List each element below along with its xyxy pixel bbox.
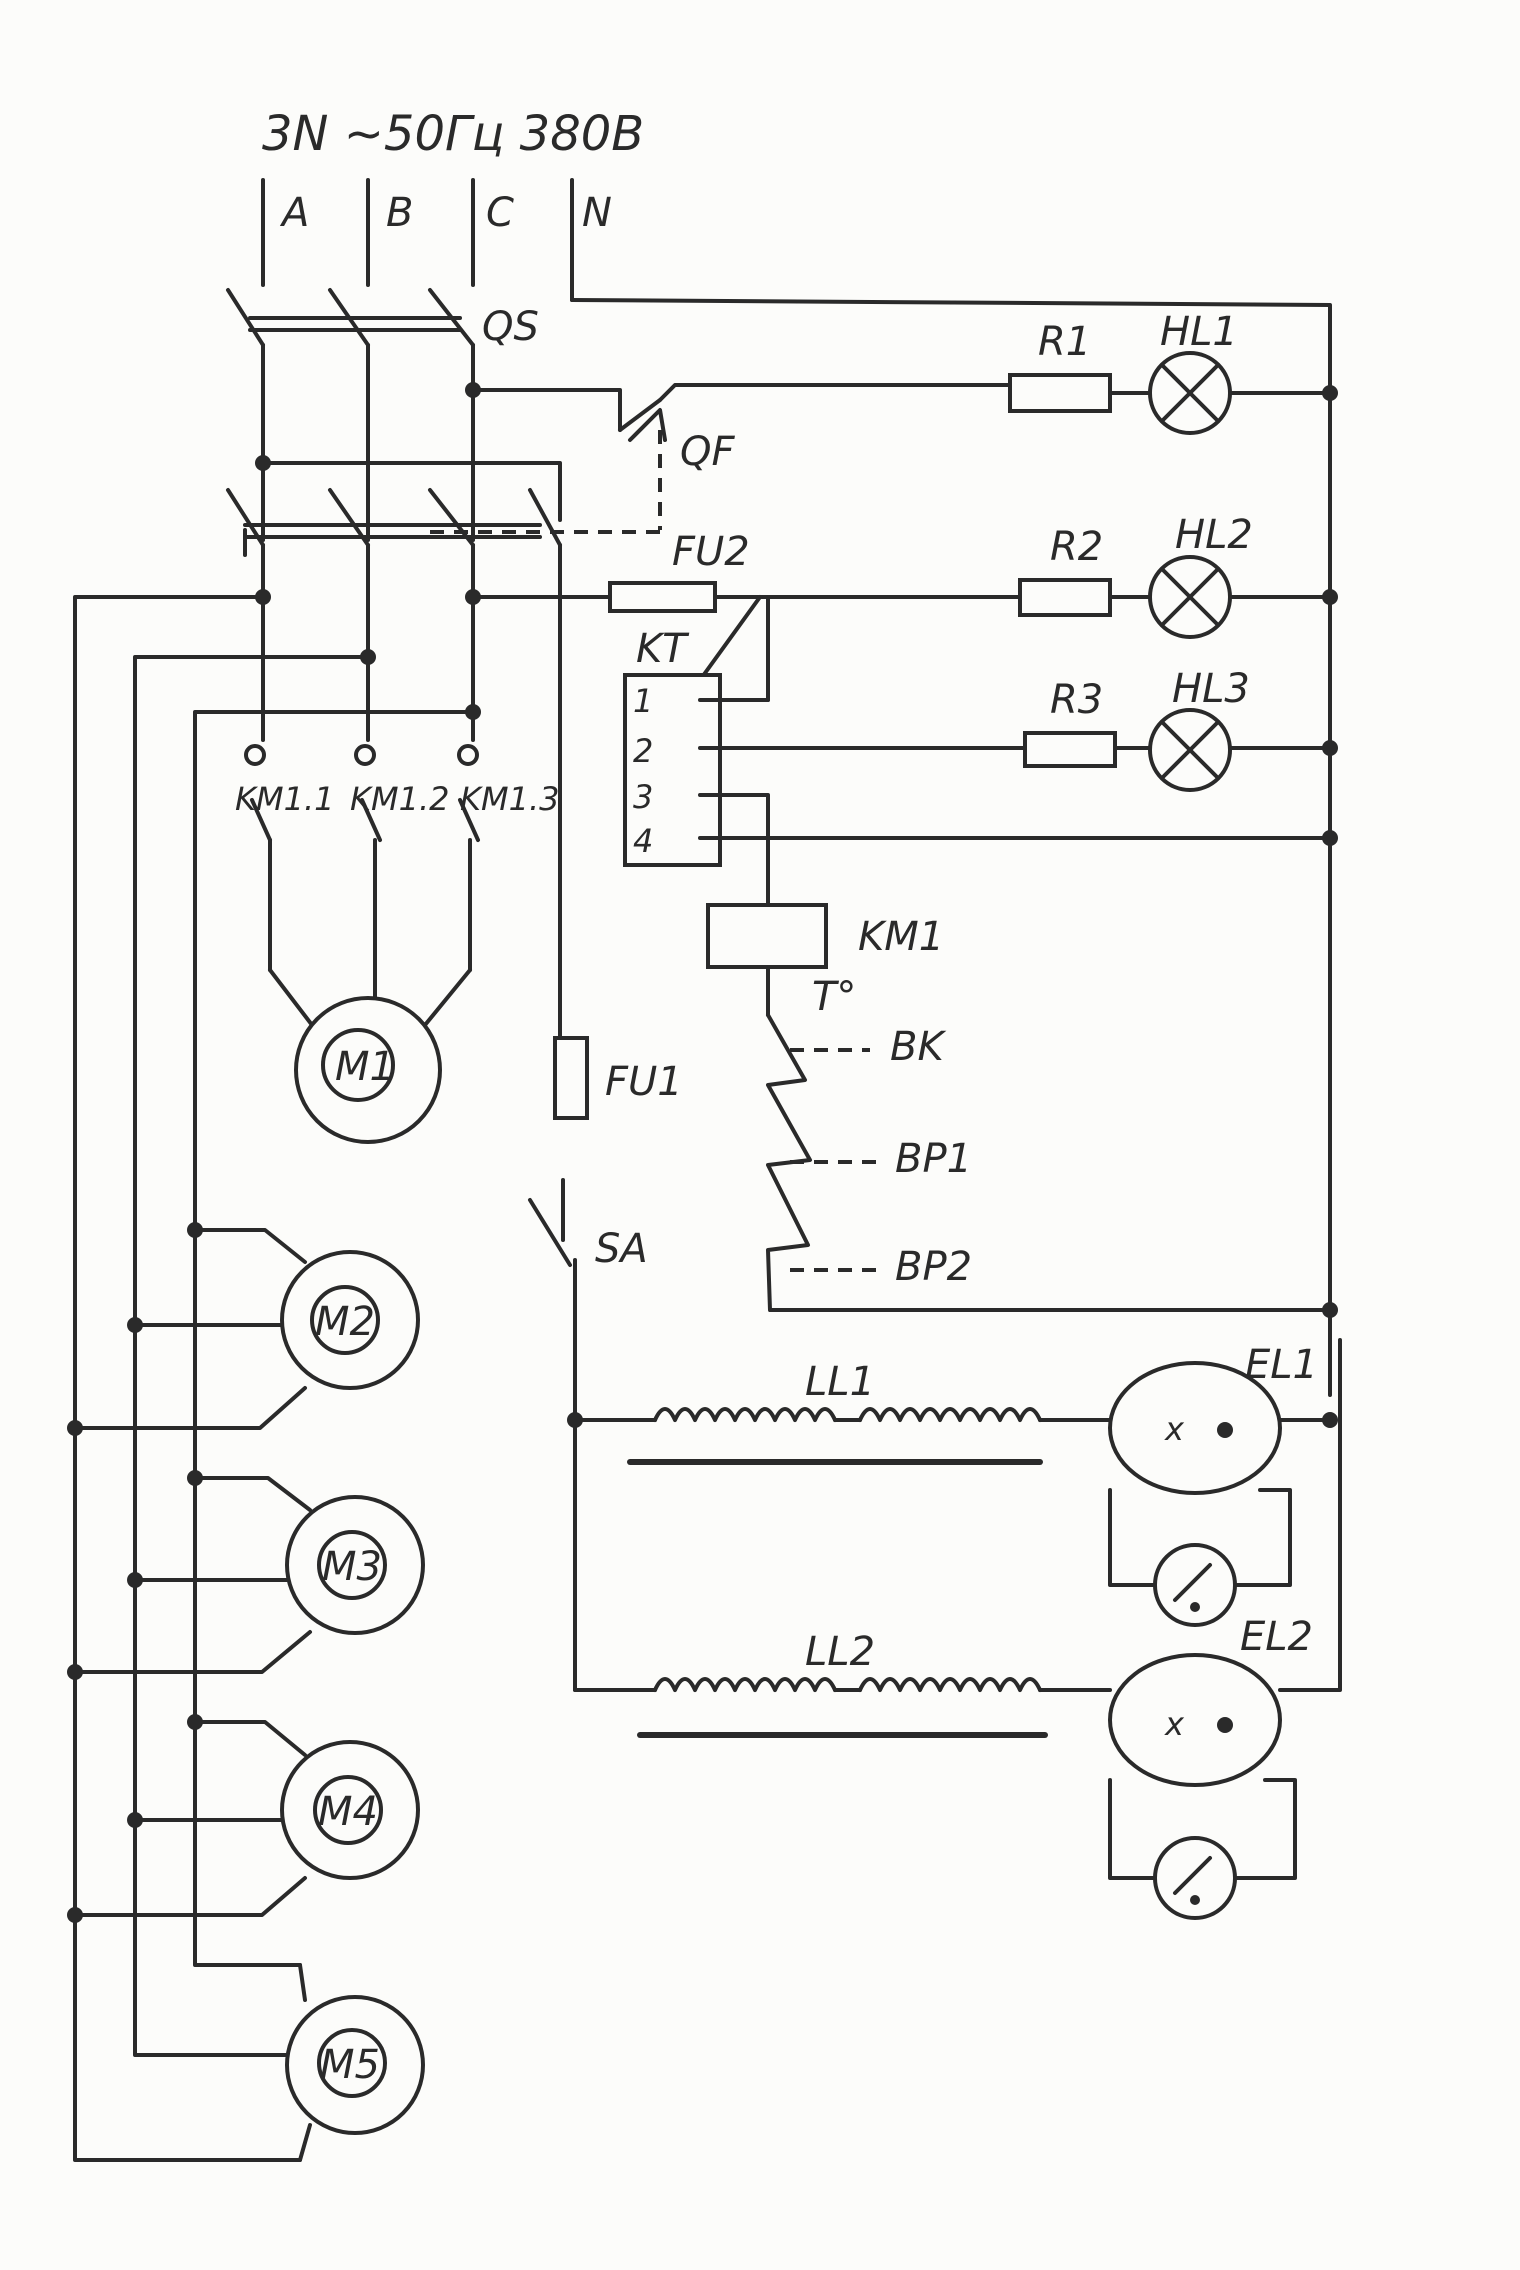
ll1-label: LL1 [805,1359,875,1405]
ballast-ll2 [637,1677,1048,1738]
kt-pin-4: 4 [633,822,653,860]
el1-label: EL1 [1245,1342,1318,1388]
ballast-ll1 [627,1407,1043,1465]
motor-m4 [280,1740,420,1880]
lamp-el2 [1108,1653,1297,1920]
km1-label: KM1 [858,914,944,960]
el2-label: EL2 [1240,1614,1313,1660]
contact-km1-3-label: KM1.3 [460,780,559,818]
r2-label: R2 [1050,524,1103,570]
motor-m3 [285,1495,425,1635]
motor-m2 [280,1250,420,1390]
contact-km1-1-label: KM1.1 [235,780,334,818]
qs-label: QS [482,304,539,350]
sensor-bp2-label: BP2 [895,1244,972,1290]
fuse-fu1 [553,1036,589,1120]
sa-label: SA [595,1226,648,1272]
timer-kt [623,673,722,867]
phase-n-label: N [582,190,612,236]
sensor-chain [766,965,1338,1318]
sensor-bk-label: BK [890,1024,946,1070]
phase-b-label: B [386,190,413,236]
fu2-label: FU2 [672,529,750,575]
fu1-label: FU1 [605,1059,683,1105]
el1-starter-mark: x [1164,1410,1185,1448]
motor-m4-wiring [67,1714,307,1923]
phase-a-label: A [279,190,309,236]
kt-pin-3: 3 [633,778,653,816]
fu1-sa-line [528,1038,577,1692]
r3-label: R3 [1050,677,1103,723]
hl2-label: HL2 [1175,512,1253,558]
lamp-hl3 [1148,708,1232,792]
m5-label: M5 [320,2042,380,2088]
qs-main-switch [226,288,475,542]
qf-label: QF [680,429,735,475]
km1-contacts [244,744,480,1027]
resistor-r3 [1023,731,1117,768]
resistor-r1 [1008,373,1112,413]
lamp-hl1 [1148,351,1232,435]
r1-label: R1 [1038,319,1091,365]
timer-outputs [698,698,1338,907]
m3-label: M3 [322,1544,382,1590]
lamp-hl2 [1148,555,1232,639]
motor-m1 [294,996,442,1144]
lamp-el1 [1108,1361,1292,1627]
phase-junctions [226,455,562,1042]
supply-title: 3N ~50Гц 380В [262,106,644,162]
contact-km1-2-label: KM1.2 [350,780,449,818]
incoming-lines [261,178,1332,1397]
kt-pin-2: 2 [633,732,653,770]
resistor-r2 [1018,578,1112,617]
motor-feed-buses [73,589,481,2162]
fuse-fu2 [608,581,717,613]
hl3-label: HL3 [1172,666,1250,712]
kt-pin-1: 1 [633,682,653,720]
indicator-branch-1 [465,382,1338,432]
sensor-bp1-label: BP1 [895,1136,972,1182]
m1-label: M1 [335,1044,395,1090]
motor-m5 [285,1995,425,2135]
el2-starter-mark: x [1164,1705,1185,1743]
qf-breaker [430,408,667,534]
motor-m3-wiring [67,1470,312,1680]
hl1-label: HL1 [1160,309,1238,355]
lighting-wiring [567,1338,1342,1692]
temperature-mark: T° [812,974,856,1020]
kt-label: KT [636,626,690,672]
phase-c-label: C [486,190,514,236]
contactor-coil-km1 [706,903,828,969]
m2-label: M2 [315,1299,375,1345]
m4-label: M4 [318,1789,378,1835]
motor-m2-wiring [67,1222,307,1436]
ll2-label: LL2 [805,1629,875,1675]
